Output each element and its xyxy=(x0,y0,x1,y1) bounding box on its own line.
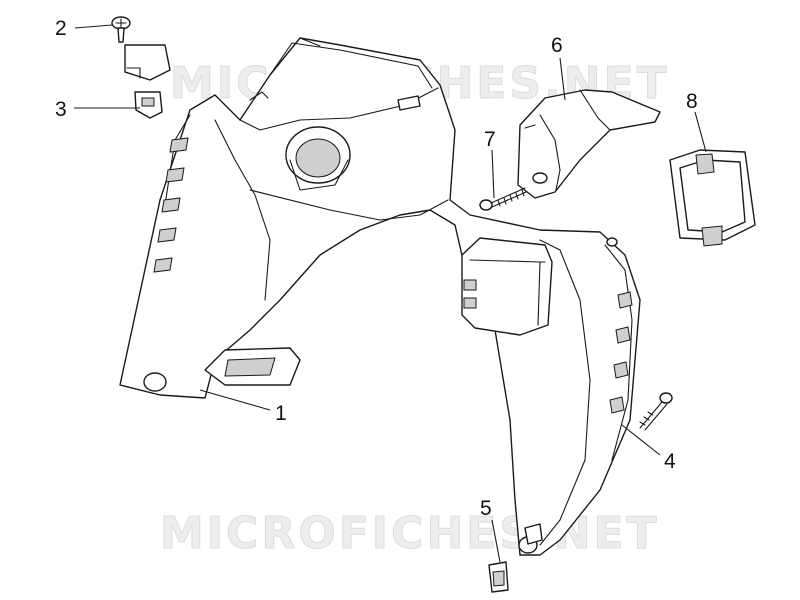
screw-part-2 xyxy=(111,16,131,43)
screw-part-7 xyxy=(479,187,527,211)
callout-6: 6 xyxy=(551,34,563,57)
callout-5: 5 xyxy=(480,497,492,520)
clip-part-5 xyxy=(488,561,509,593)
inner-shield-panel xyxy=(119,37,641,556)
cover-part-6 xyxy=(517,89,661,199)
watermark-bottom: MICROFICHES.NET xyxy=(160,508,660,559)
callout-2: 2 xyxy=(55,17,67,40)
clip-nut-part-3 xyxy=(124,44,171,119)
callout-7: 7 xyxy=(484,128,496,151)
screw-part-4 xyxy=(639,392,673,431)
leader-lines xyxy=(74,24,707,563)
callout-8: 8 xyxy=(686,90,698,113)
frame-part-8 xyxy=(669,149,756,247)
callout-4: 4 xyxy=(664,450,676,473)
callout-3: 3 xyxy=(55,98,67,121)
callout-1: 1 xyxy=(275,402,287,425)
